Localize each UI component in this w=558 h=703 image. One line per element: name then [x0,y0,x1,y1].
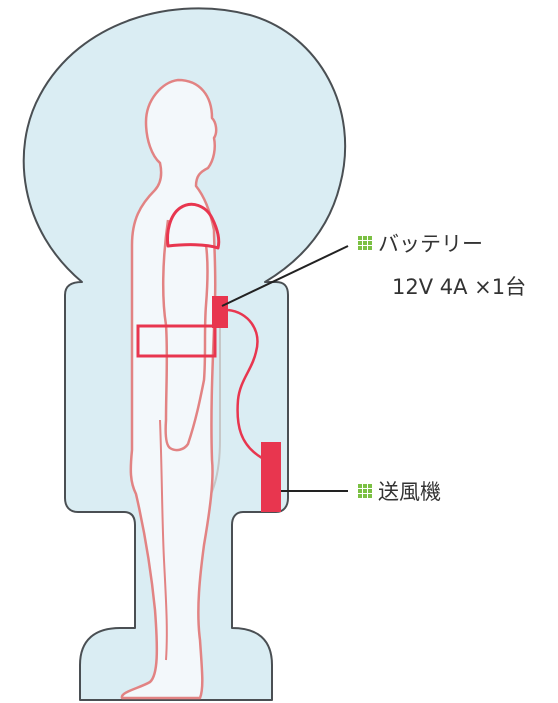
waist-belt [136,324,217,358]
blower-label: 送風機 [358,480,441,504]
green-grid-icon [358,484,372,498]
blower-unit [261,442,281,512]
shoulder-harness [166,202,221,250]
human-leg-seam [159,419,168,661]
battery-title: バッテリー [378,232,483,256]
battery-leader-line [221,245,349,307]
green-grid-icon [358,236,372,250]
blower-title: 送風機 [378,480,441,504]
battery-spec: 12V 4A ×1台 [392,275,526,299]
battery-label: バッテリー 12V 4A ×1台 [358,232,526,299]
power-cable [227,308,263,460]
battery-unit [212,296,228,328]
human-figure [120,78,218,700]
